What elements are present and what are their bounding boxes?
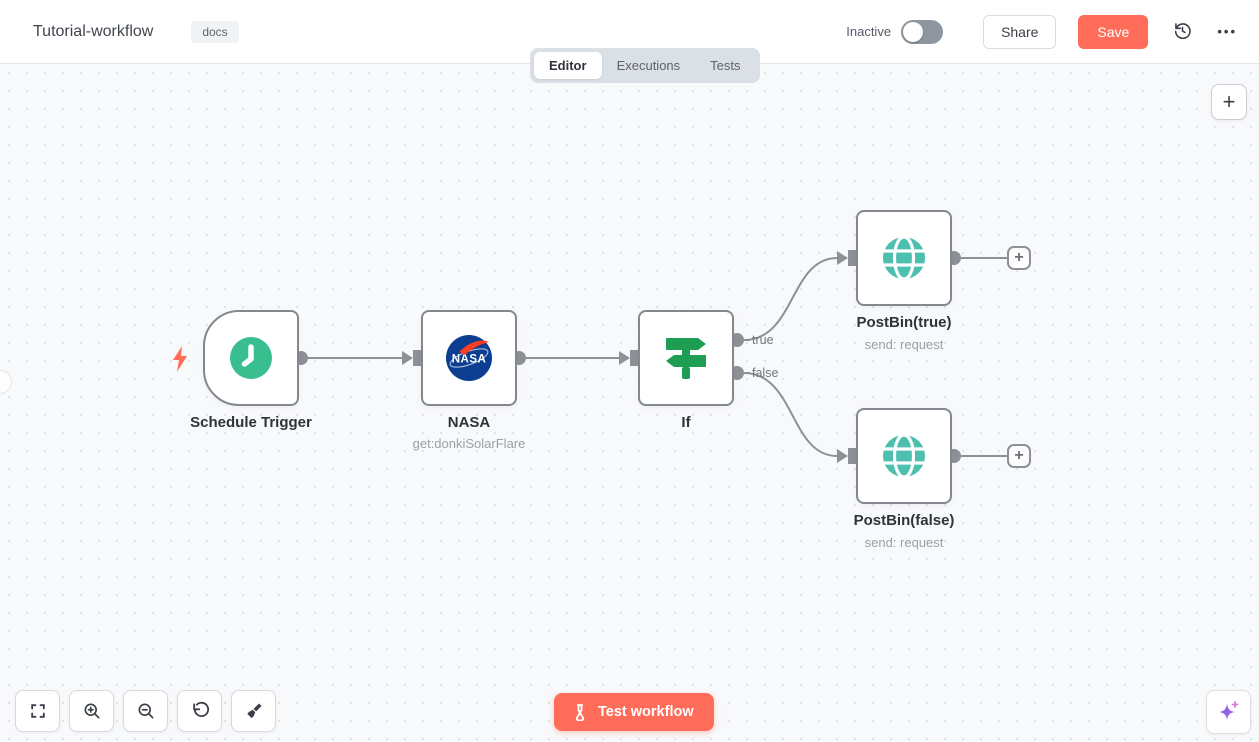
branch-label-false: false: [752, 366, 779, 380]
test-workflow-button[interactable]: Test workflow: [554, 693, 714, 731]
active-toggle[interactable]: [901, 19, 944, 44]
fit-view-icon: [30, 704, 45, 718]
nasa-logo: NASA: [446, 335, 492, 381]
tab-executions[interactable]: Executions: [616, 58, 681, 73]
node-subtitle-nasa: get:donkiSolarFlare: [412, 436, 526, 451]
node-label-schedule-trigger: Schedule Trigger: [190, 414, 312, 431]
globe-icon: [883, 433, 925, 479]
trigger-bolt-icon: [173, 346, 187, 372]
clock-icon: [230, 337, 272, 379]
left-edge-handle[interactable]: [0, 370, 12, 394]
add-node-after-postbin-true[interactable]: +: [1007, 246, 1031, 270]
test-workflow-label: Test workflow: [598, 704, 694, 720]
node-schedule-trigger[interactable]: [203, 310, 299, 406]
toggle-knob: [903, 21, 924, 42]
add-node-after-postbin-false[interactable]: +: [1007, 444, 1031, 468]
svg-text:NASA: NASA: [452, 354, 487, 366]
node-postbin-true[interactable]: [856, 210, 952, 306]
share-button[interactable]: Share: [983, 14, 1057, 49]
zoom-out-button[interactable]: [123, 690, 168, 732]
workflow-canvas[interactable]: Schedule Trigger NASA NASA get:donkiSola…: [0, 64, 1259, 742]
flask-icon: [575, 703, 585, 721]
workflow-title[interactable]: Tutorial-workflow: [33, 22, 154, 40]
branch-label-true: true: [752, 333, 774, 347]
node-nasa[interactable]: NASA: [421, 310, 517, 406]
node-subtitle-postbin-false: send: request: [864, 535, 944, 550]
node-label-if: If: [681, 414, 691, 431]
history-button[interactable]: [1172, 20, 1193, 44]
ellipsis-icon: •••: [1217, 24, 1237, 39]
globe-icon: [883, 235, 925, 281]
reset-zoom-button[interactable]: [177, 690, 222, 732]
fit-view-button[interactable]: [15, 690, 60, 732]
history-icon: [1172, 20, 1193, 44]
save-button[interactable]: Save: [1078, 14, 1149, 49]
add-node-button[interactable]: +: [1211, 84, 1247, 120]
view-tabs: Editor Executions Tests: [530, 48, 760, 83]
canvas-controls: [15, 690, 276, 732]
zoom-in-icon: [84, 703, 99, 719]
node-postbin-false[interactable]: [856, 408, 952, 504]
more-options-button[interactable]: •••: [1217, 24, 1237, 39]
tab-editor[interactable]: Editor: [534, 52, 602, 79]
connections-layer: [294, 250, 1007, 464]
ai-assistant-button[interactable]: [1206, 690, 1251, 734]
node-label-postbin-true: PostBin(true): [856, 314, 952, 331]
node-label-nasa: NASA: [447, 414, 491, 431]
reset-zoom-icon: [192, 701, 209, 717]
signpost-icon: [666, 338, 706, 379]
node-label-postbin-false: PostBin(false): [853, 512, 955, 529]
ai-sparkle-icon: [1218, 701, 1238, 720]
status-label: Inactive: [846, 24, 892, 39]
workflow-tag[interactable]: docs: [191, 20, 239, 43]
zoom-out-icon: [138, 703, 153, 719]
node-if[interactable]: [638, 310, 734, 406]
tidy-up-button[interactable]: [231, 690, 276, 732]
zoom-in-button[interactable]: [69, 690, 114, 732]
node-subtitle-postbin-true: send: request: [864, 337, 944, 352]
tidy-up-icon: [246, 703, 261, 719]
topbar-actions: Inactive Share Save •••: [846, 14, 1237, 49]
tab-tests[interactable]: Tests: [710, 58, 741, 73]
